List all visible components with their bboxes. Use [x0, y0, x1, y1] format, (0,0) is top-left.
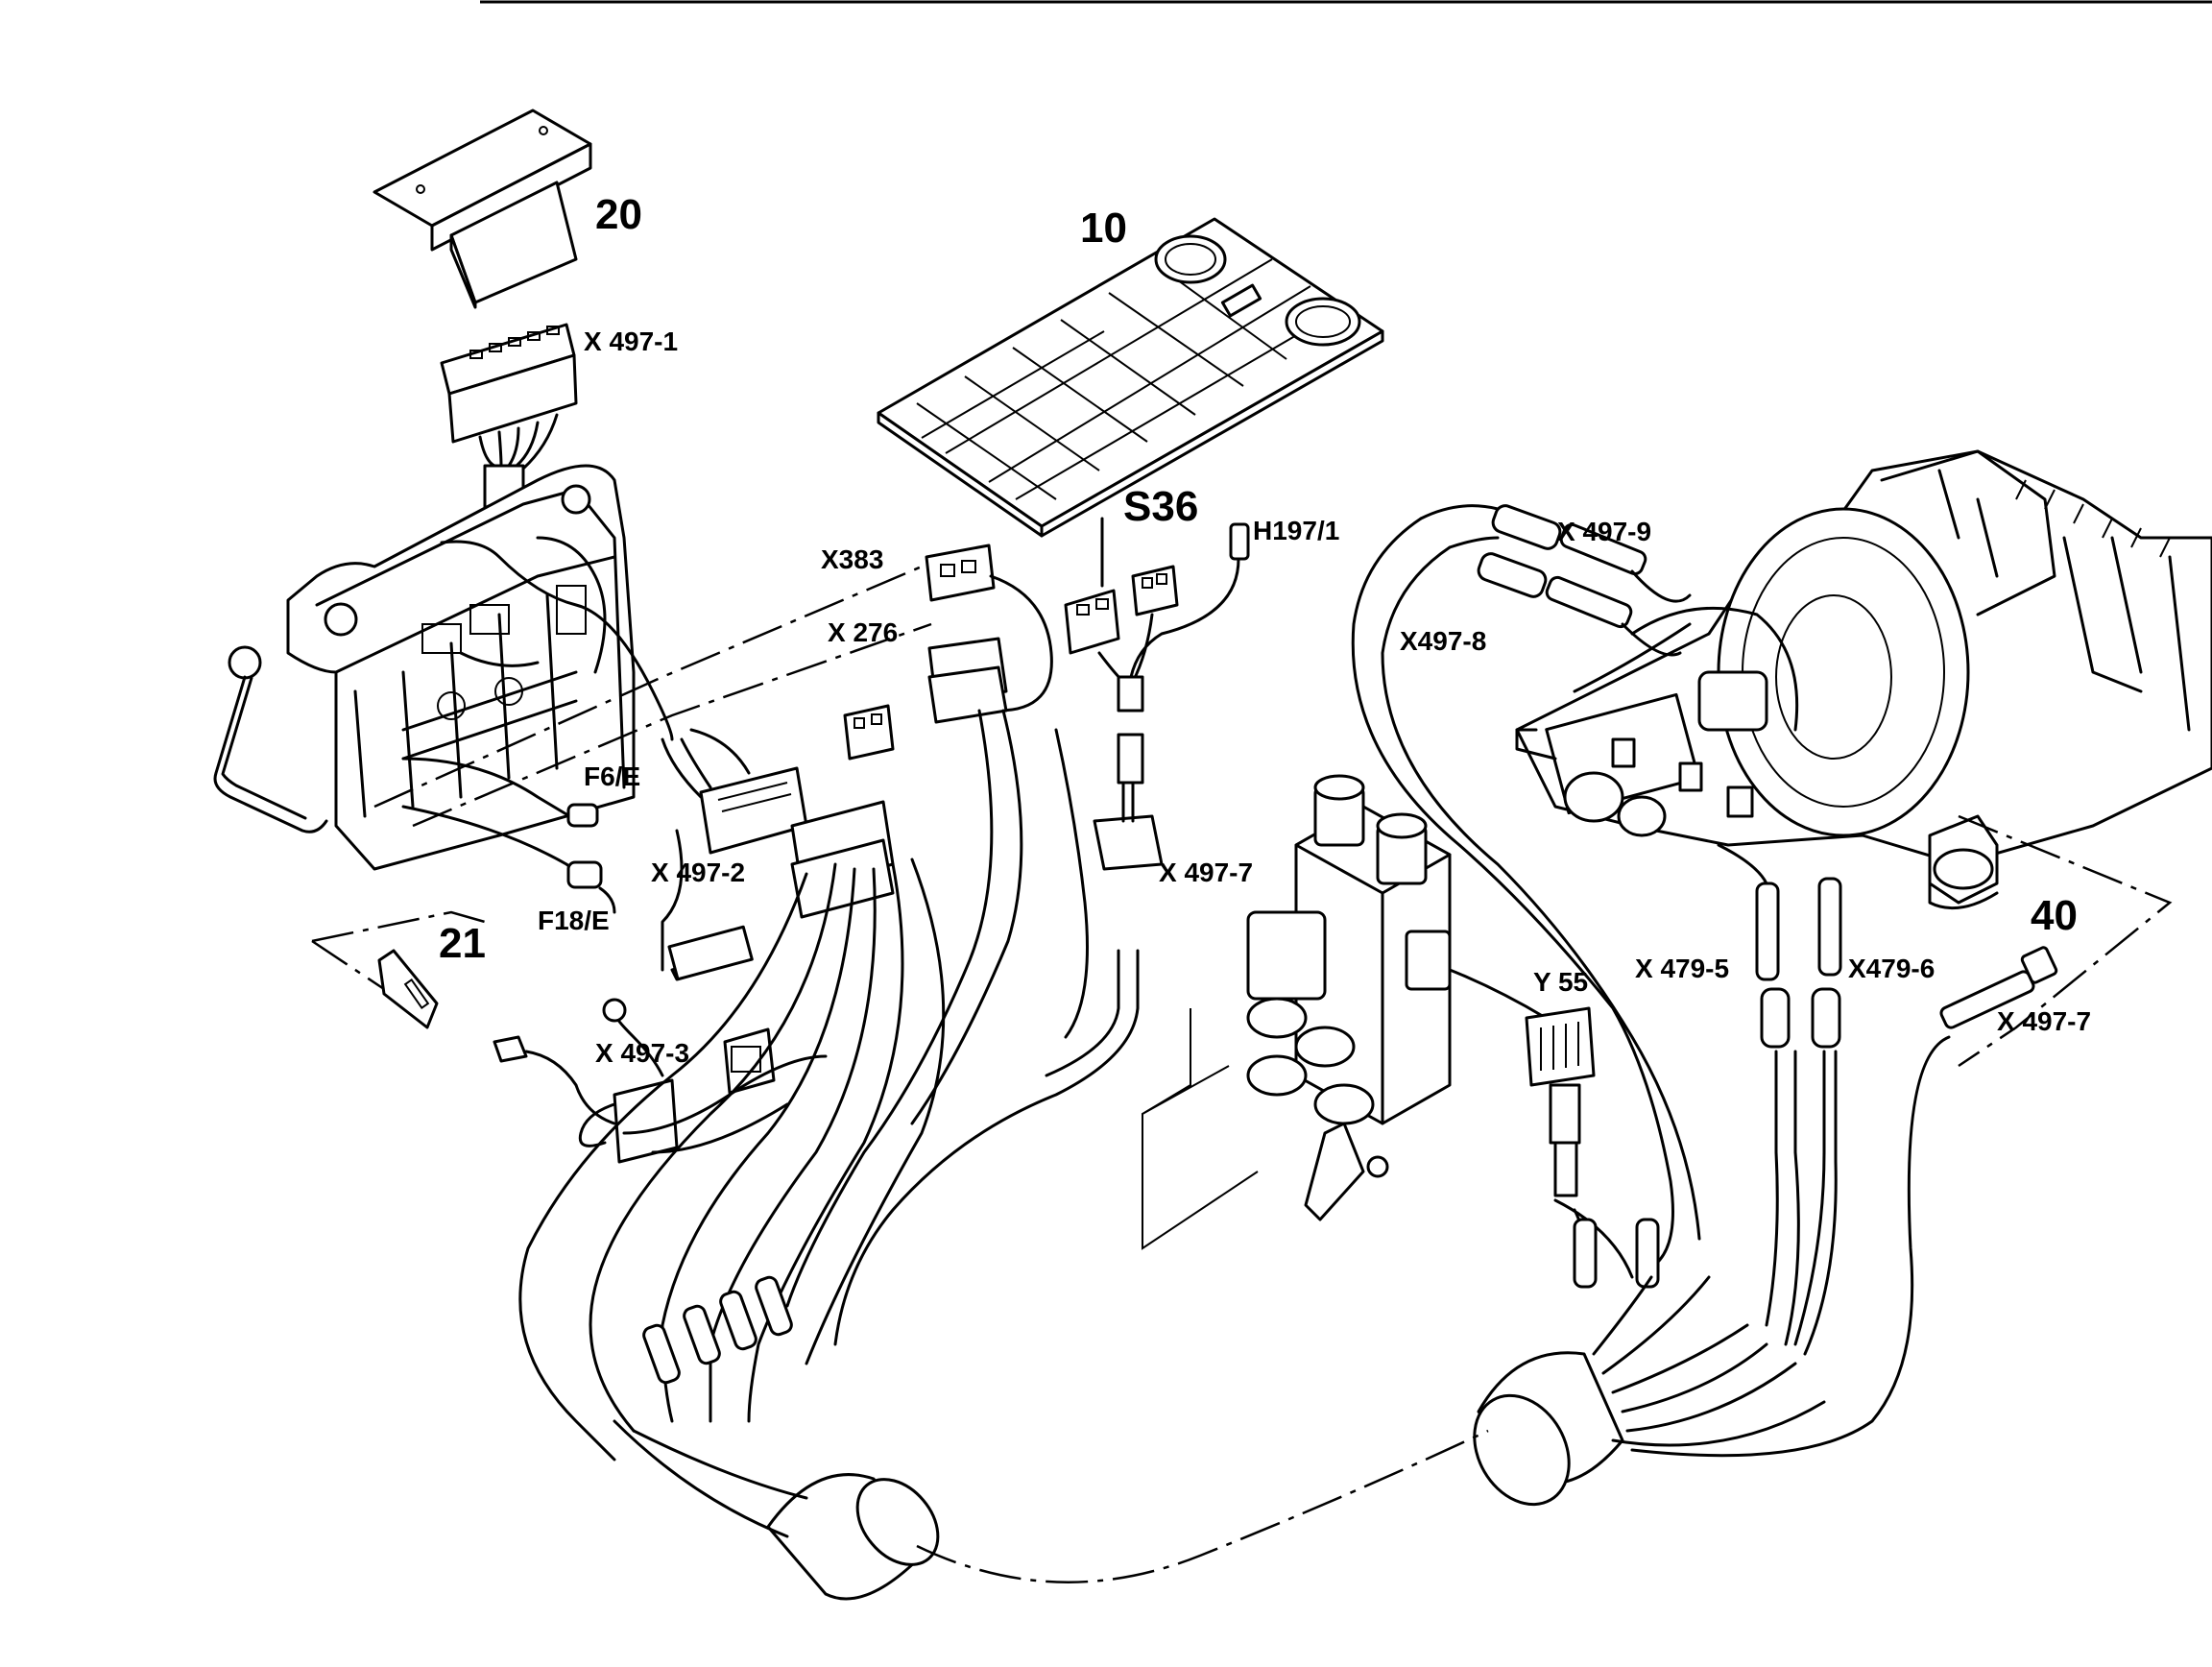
- hoses-x479-5-6: [1717, 843, 1842, 1356]
- left-harness-bundle: [518, 709, 1140, 1601]
- label-x479-6: X479-6: [1848, 954, 1935, 983]
- part-20-cover: [373, 109, 592, 309]
- fuses: [377, 757, 616, 1029]
- x497-3-connectors: [493, 998, 776, 1164]
- label-x383: X383: [821, 544, 883, 574]
- label-f6e: F6/E: [584, 761, 640, 791]
- label-part-40: 40: [2031, 892, 2078, 939]
- s36-connectors: [1064, 517, 1250, 871]
- right-harness-bundle: [1473, 1035, 1951, 1507]
- reference-lines: [311, 565, 2173, 1583]
- label-x497-8: X497-8: [1400, 626, 1486, 656]
- label-y55: Y 55: [1533, 967, 1588, 997]
- part-40-sensor: [1939, 946, 2058, 1029]
- label-x497-7-right: X 497-7: [1997, 1006, 2091, 1036]
- label-part-20: 20: [595, 191, 642, 238]
- x383-x276-connectors: [843, 544, 1053, 761]
- label-h197-1: H197/1: [1253, 516, 1339, 545]
- label-s36: S36: [1123, 483, 1198, 530]
- label-x497-7-top: X 497-7: [1159, 858, 1253, 887]
- label-part-10: 10: [1080, 205, 1127, 252]
- label-x497-9: X 497-9: [1557, 517, 1651, 546]
- valve-block: [1142, 774, 1596, 1250]
- label-f18e: F18/E: [538, 906, 610, 935]
- label-x497-3: X 497-3: [595, 1038, 689, 1068]
- engine-pump-assembly: [1515, 449, 2212, 910]
- operator-console: [213, 464, 674, 871]
- label-x497-1: X 497-1: [584, 326, 678, 356]
- part-10-switch-panel: [877, 217, 1384, 538]
- label-x497-2: X 497-2: [651, 858, 745, 887]
- hoses-x497-8-9: [1351, 504, 1701, 1269]
- label-x276: X 276: [828, 617, 898, 647]
- label-part-21: 21: [439, 920, 486, 967]
- label-x479-5: X 479-5: [1635, 954, 1729, 983]
